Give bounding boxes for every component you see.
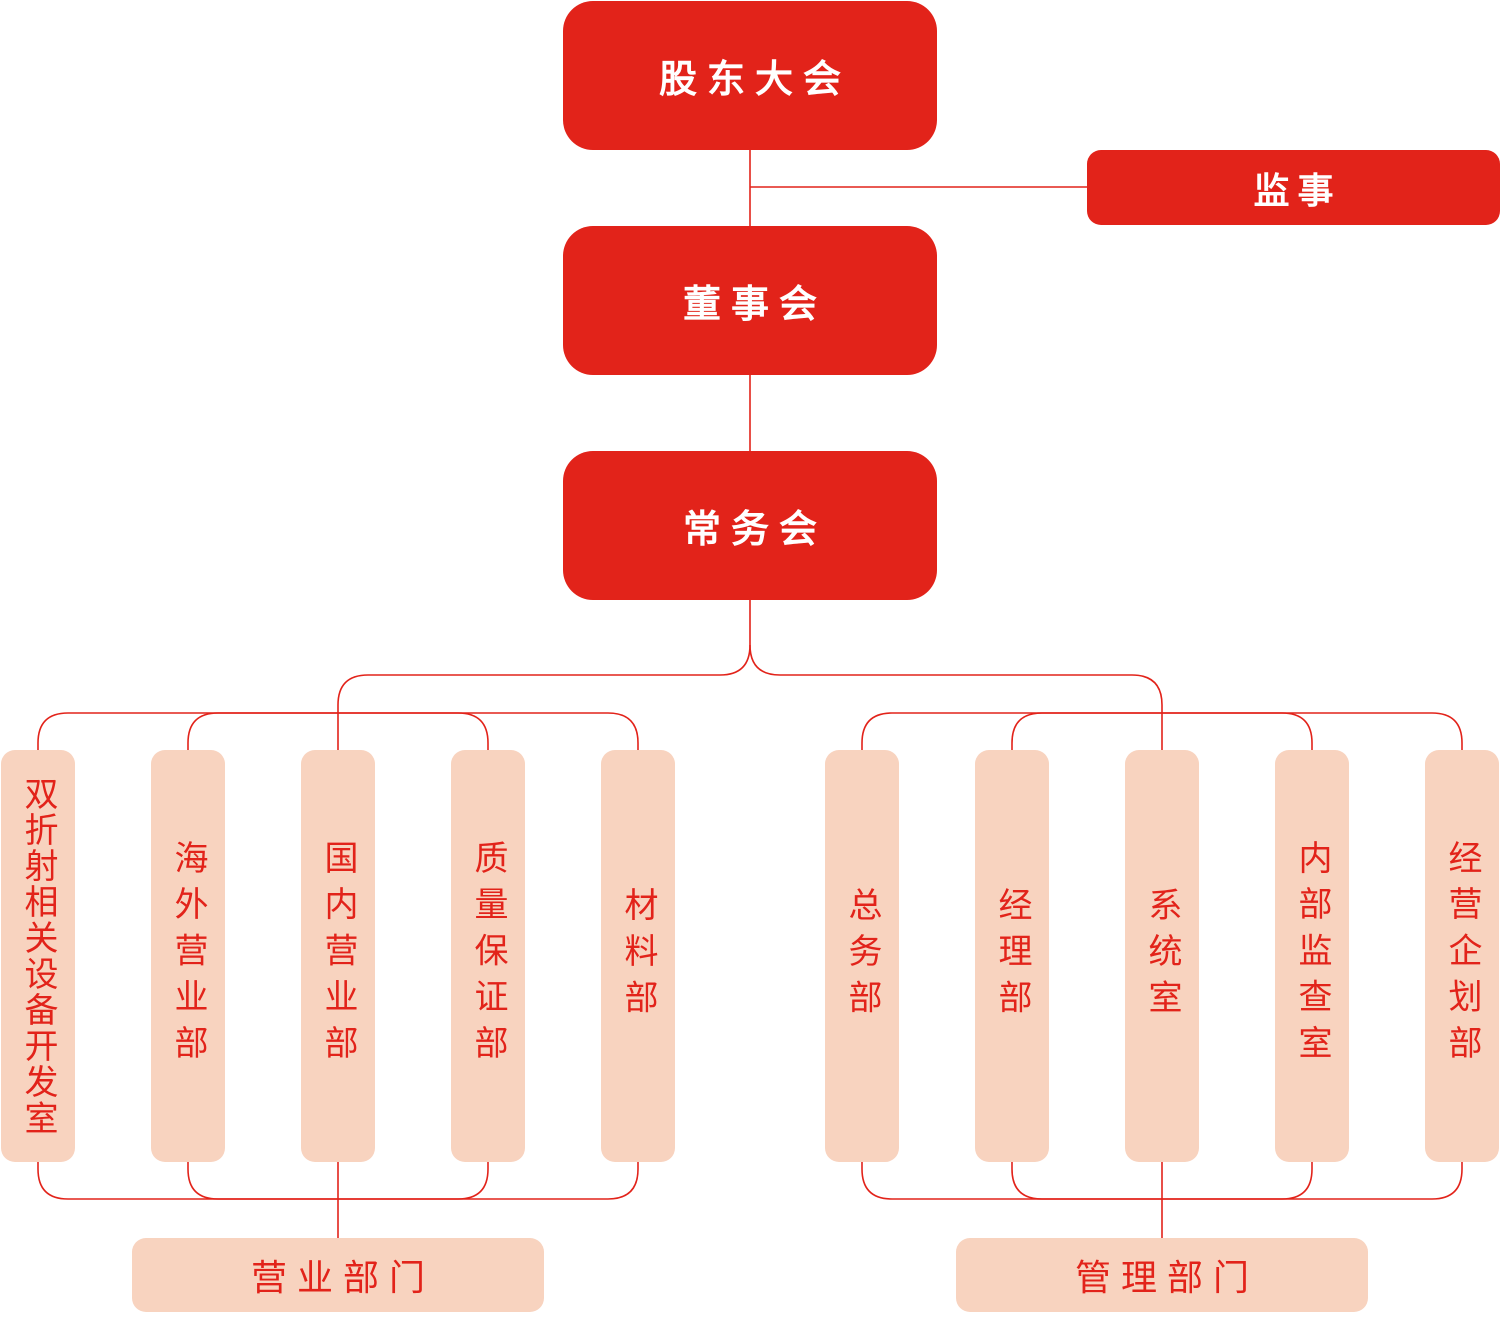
business-departments-label: 营业部门: [250, 1258, 435, 1299]
dept-internal-audit: 内部监查室: [1275, 750, 1349, 1162]
connector-management-top-inner: [1011, 712, 1313, 750]
shareholders-meeting-label: 股东大会: [658, 57, 851, 101]
board-of-directors-box: 董事会: [563, 226, 937, 375]
connector-executive-to-management: [749, 644, 1163, 750]
connector-executive-to-business: [337, 600, 751, 750]
dept-label: 材料部: [618, 886, 658, 1026]
dept-label: 内部监查室: [1292, 840, 1332, 1072]
dept-quality-assurance: 质量保证部: [451, 750, 525, 1162]
business-departments-label-box: 营业部门: [132, 1238, 544, 1312]
dept-birefringence-equipment-dev: 双折射相关设备开发室: [1, 750, 75, 1162]
dept-label: 经营企划部: [1442, 840, 1482, 1072]
dept-materials: 材料部: [601, 750, 675, 1162]
dept-label: 系统室: [1142, 886, 1182, 1026]
connector-business-top-inner: [187, 712, 489, 750]
executive-committee-label: 常务会: [682, 507, 827, 551]
dept-label: 海外营业部: [168, 840, 208, 1072]
board-of-directors-label: 董事会: [682, 282, 827, 326]
dept-business-planning: 经营企划部: [1425, 750, 1499, 1162]
dept-systems: 系统室: [1125, 750, 1199, 1162]
dept-label: 双折射相关设备开发室: [18, 775, 58, 1137]
dept-domestic-sales: 国内营业部: [301, 750, 375, 1162]
supervisor-label: 监事: [1253, 170, 1342, 212]
management-departments-label: 管理部门: [1074, 1258, 1259, 1299]
executive-committee-box: 常务会: [563, 451, 937, 600]
supervisor-box: 监事: [1087, 150, 1500, 225]
dept-label: 总务部: [842, 886, 882, 1026]
shareholders-meeting-box: 股东大会: [563, 1, 937, 150]
dept-overseas-sales: 海外营业部: [151, 750, 225, 1162]
dept-accounting: 经理部: [975, 750, 1049, 1162]
dept-label: 质量保证部: [468, 840, 508, 1072]
dept-general-affairs: 总务部: [825, 750, 899, 1162]
management-departments-label-box: 管理部门: [956, 1238, 1368, 1312]
dept-label: 国内营业部: [318, 840, 358, 1072]
dept-label: 经理部: [992, 886, 1032, 1026]
